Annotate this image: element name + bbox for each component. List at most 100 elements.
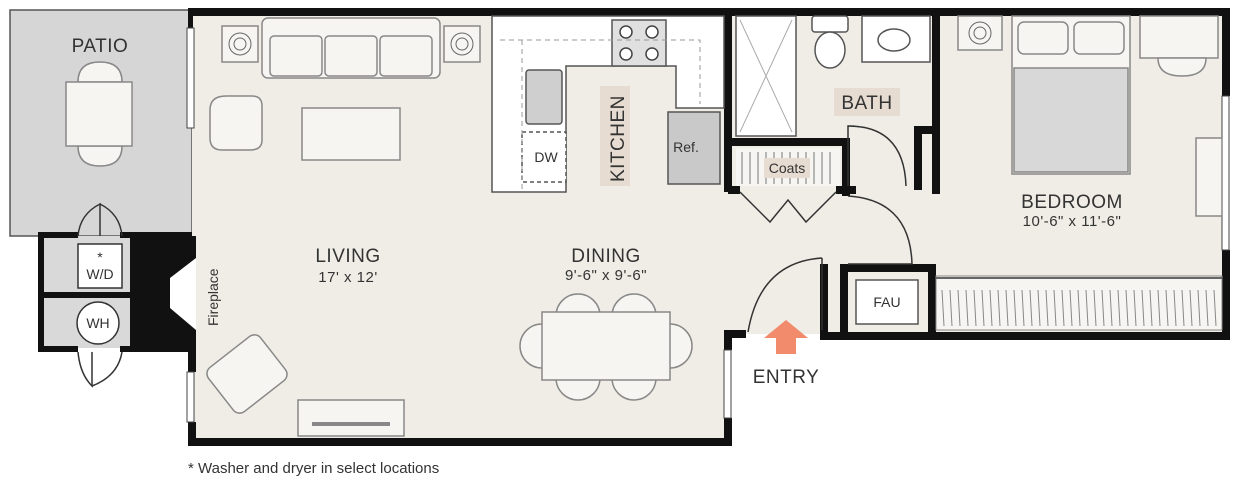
closet-hanger-line bbox=[1125, 289, 1129, 327]
water-heater-label: WH bbox=[86, 315, 109, 331]
burner-icon-2 bbox=[645, 25, 659, 39]
refrigerator-label: Ref. bbox=[673, 139, 699, 155]
wall-dining-right bbox=[724, 330, 732, 350]
closet-hanger-line bbox=[1069, 289, 1073, 327]
wall-right bbox=[1222, 8, 1230, 96]
lamp-icon-bedroom bbox=[968, 21, 992, 45]
wall-bottom-right bbox=[826, 332, 1230, 340]
fau-unit bbox=[855, 279, 919, 325]
burner-icon-3 bbox=[619, 47, 633, 61]
closet-hanger-line bbox=[1189, 289, 1193, 327]
closet-hanger-line bbox=[1213, 289, 1217, 327]
wall-utility-mid bbox=[38, 292, 134, 298]
kitchen-label-bg bbox=[600, 86, 630, 186]
wall-fau-right bbox=[928, 264, 936, 336]
closet-hanger-line bbox=[1141, 289, 1145, 327]
kitchen-label: KITCHEN bbox=[608, 95, 629, 182]
counter-edge-dashes bbox=[500, 39, 701, 190]
closet-hanger-line bbox=[981, 289, 985, 327]
refrigerator-box bbox=[667, 111, 721, 185]
water-heater-tank bbox=[76, 301, 120, 345]
bedroom-door bbox=[847, 195, 913, 265]
nightstand bbox=[957, 15, 1003, 51]
closet-hanger-line bbox=[1021, 289, 1025, 327]
burner-icon-1 bbox=[619, 25, 633, 39]
wall-top bbox=[188, 8, 1230, 16]
pillow-left bbox=[1017, 21, 1069, 55]
fireplace-label: Fireplace bbox=[205, 268, 221, 326]
closet-hanger-line bbox=[1149, 289, 1153, 327]
wall-bath-bedroom bbox=[932, 12, 940, 194]
living-furniture bbox=[206, 17, 481, 437]
sink-bowl bbox=[877, 28, 911, 52]
closet-hanger-line bbox=[957, 289, 961, 327]
closet-hangers bbox=[941, 289, 1217, 327]
patio-door-arc2 bbox=[99, 203, 123, 237]
dresser bbox=[1195, 137, 1223, 217]
patio-door-arc bbox=[77, 202, 101, 237]
closet-hanger-line bbox=[1133, 289, 1137, 327]
sink-box bbox=[525, 69, 563, 125]
lamp-icon-right-inner bbox=[455, 37, 469, 51]
wall-left-top bbox=[188, 8, 193, 28]
lamps bbox=[228, 32, 474, 56]
bath-door bbox=[847, 125, 907, 187]
closet-hanger-line bbox=[1205, 289, 1209, 327]
closet-hanger-line bbox=[997, 289, 1001, 327]
patio-chair-bottom bbox=[77, 145, 123, 167]
closet-hanger-line bbox=[941, 289, 945, 327]
wall-utility-top2 bbox=[120, 232, 192, 238]
closet-hanger-line bbox=[1013, 289, 1017, 327]
wall-utility-top bbox=[38, 232, 78, 238]
wall-bottom bbox=[188, 438, 732, 446]
main-floor bbox=[192, 12, 1228, 442]
wall-entry-left bbox=[724, 330, 746, 338]
wall-utility-bottom2 bbox=[120, 346, 196, 352]
wall-utility-bottom bbox=[38, 346, 78, 352]
dining-table bbox=[541, 311, 671, 381]
desk-chair bbox=[1157, 57, 1207, 77]
stove-box bbox=[611, 19, 667, 67]
closet-hanger-line bbox=[1165, 289, 1169, 327]
entry-arrow-icon bbox=[764, 320, 808, 354]
closet-hanger-line bbox=[1061, 289, 1065, 327]
end-table-left bbox=[221, 25, 259, 63]
pillow-right bbox=[1073, 21, 1125, 55]
wall-utility-right bbox=[130, 232, 138, 352]
wall-fau-top bbox=[840, 264, 936, 272]
washer-dryer-box bbox=[77, 243, 123, 289]
bedroom-lamp bbox=[968, 21, 992, 45]
coats-label-bg bbox=[764, 158, 810, 178]
window-bedroom bbox=[1221, 95, 1230, 251]
washer-dryer-mark: * bbox=[97, 249, 103, 265]
bath-label-bg bbox=[834, 88, 900, 116]
wall-left-bottom bbox=[188, 422, 196, 446]
tv-console bbox=[297, 399, 405, 437]
fireplace-mass bbox=[138, 238, 196, 346]
patio-table bbox=[65, 81, 133, 147]
wall-dining-right2 bbox=[724, 418, 732, 446]
closet-hanger-line bbox=[1173, 289, 1177, 327]
dining-dimensions: 9'-6" x 9'-6" bbox=[565, 267, 647, 284]
sofa-cushion-2 bbox=[324, 35, 378, 77]
closet-hanger-line bbox=[1197, 289, 1201, 327]
closet-hanger-line bbox=[1093, 289, 1097, 327]
closet-hanger-line bbox=[1045, 289, 1049, 327]
bath-label: BATH bbox=[841, 93, 892, 114]
wall-bath-door-stub bbox=[914, 126, 938, 134]
closet-hanger-line bbox=[1181, 289, 1185, 327]
toilet-tank bbox=[811, 15, 849, 33]
entry-door bbox=[747, 257, 823, 333]
wall-coats-bottom-right bbox=[836, 186, 856, 194]
wall-bath-door-stub2 bbox=[914, 126, 922, 190]
closet-hanger-line bbox=[1037, 289, 1041, 327]
closet-hanger-line bbox=[1029, 289, 1033, 327]
windows bbox=[186, 27, 1230, 423]
closet-hanger-line bbox=[1117, 289, 1121, 327]
closet-hanger-line bbox=[1005, 289, 1009, 327]
lamp-icon-left-inner bbox=[233, 37, 247, 51]
living-dimensions: 17' x 12' bbox=[318, 269, 377, 286]
dining-label: DINING bbox=[571, 246, 641, 267]
bedroom-label: BEDROOM bbox=[1021, 192, 1123, 213]
